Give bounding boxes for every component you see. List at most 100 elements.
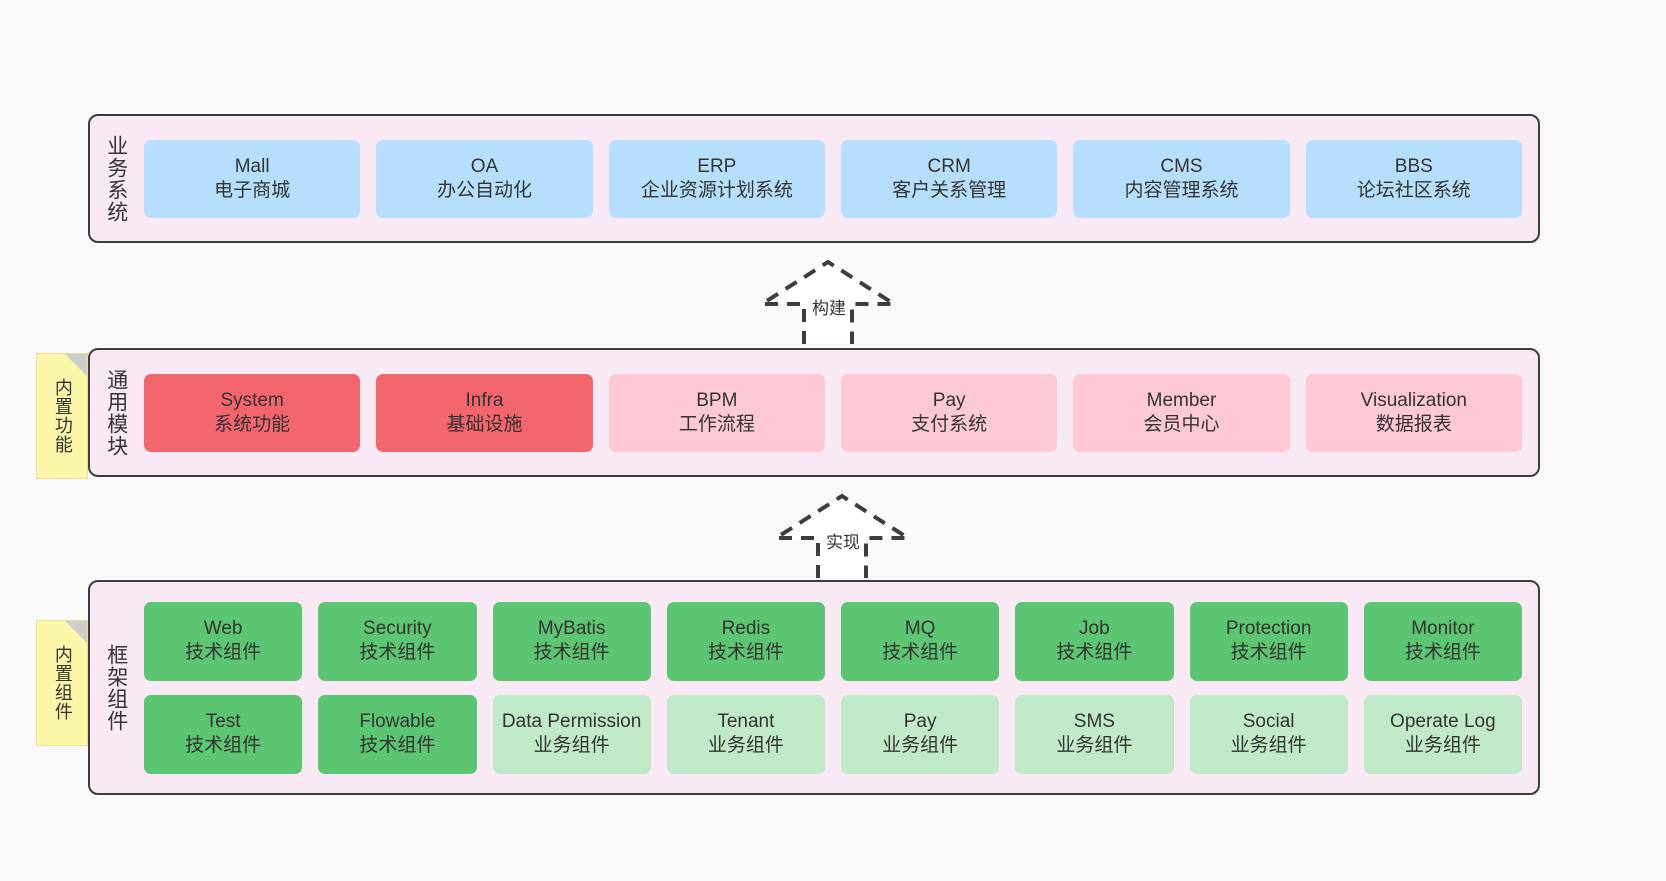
arrow-build: 构建: [755, 258, 901, 344]
node-title: Mall: [234, 155, 270, 177]
node-title: Member: [1146, 389, 1217, 411]
arrow-implement-shape: [769, 493, 915, 578]
node-title: Test: [205, 711, 241, 733]
node-subtitle: 业务组件: [1404, 735, 1481, 756]
node-subtitle: 技术组件: [707, 642, 784, 663]
arrow-build-shape: [755, 259, 901, 344]
node-title: Social: [1242, 711, 1295, 733]
node-subtitle: 电子商城: [214, 179, 291, 201]
arrow-implement-label: 实现: [826, 533, 860, 552]
note-builtin-features: 内置功能: [36, 353, 88, 479]
node-subtitle: 技术组件: [882, 642, 959, 663]
node-subtitle: 会员中心: [1143, 413, 1220, 435]
node-subtitle: 技术组件: [1230, 642, 1307, 663]
note-builtin-features-text: 内置功能: [52, 378, 73, 454]
node-title: Data Permission: [501, 711, 642, 733]
node-title: CRM: [927, 155, 971, 177]
node-title: ERP: [697, 155, 737, 177]
node-title: Infra: [465, 389, 504, 411]
node-subtitle: 数据报表: [1375, 413, 1452, 435]
node-title: BBS: [1394, 155, 1433, 177]
node-subtitle: 技术组件: [185, 735, 262, 756]
node-title: MQ: [904, 618, 936, 640]
node-subtitle: 业务组件: [533, 735, 610, 756]
node-title: Flowable: [359, 711, 436, 733]
node-subtitle: 工作流程: [678, 413, 755, 435]
node-subtitle: 办公自动化: [436, 179, 532, 201]
note-builtin-components: 内置组件: [36, 620, 88, 746]
node-subtitle: 业务组件: [1230, 735, 1307, 756]
node-subtitle: 技术组件: [185, 642, 262, 663]
node-subtitle: 业务组件: [882, 735, 959, 756]
node-title: BPM: [696, 389, 738, 411]
node-title: Security: [363, 618, 432, 640]
node-subtitle: 技术组件: [1056, 642, 1133, 663]
node-subtitle: 业务组件: [1056, 735, 1133, 756]
node-subtitle: 技术组件: [359, 642, 436, 663]
node-subtitle: 业务组件: [707, 735, 784, 756]
node-subtitle: 技术组件: [1404, 642, 1481, 663]
node-subtitle: 企业资源计划系统: [640, 179, 793, 201]
layer-framework-components-title: 框架组件: [104, 643, 128, 732]
node-subtitle: 内容管理系统: [1124, 179, 1239, 201]
node-title: Pay: [903, 711, 937, 733]
node-title: Job: [1079, 618, 1110, 640]
node-title: Visualization: [1360, 389, 1467, 411]
node-title: Redis: [721, 618, 771, 640]
node-title: Operate Log: [1390, 711, 1496, 733]
node-subtitle: 支付系统: [911, 413, 988, 435]
layer-common-modules-title: 通用模块: [104, 368, 128, 457]
node-title: System: [220, 389, 284, 411]
layer-business-title: 业务系统: [104, 134, 128, 223]
arrow-implement: 实现: [769, 492, 915, 578]
node-subtitle: 论坛社区系统: [1356, 179, 1471, 201]
node-title: Pay: [932, 389, 966, 411]
arrow-build-label: 构建: [812, 299, 846, 318]
node-title: MyBatis: [537, 618, 606, 640]
node-title: Tenant: [717, 711, 775, 733]
node-subtitle: 技术组件: [533, 642, 610, 663]
node-title: SMS: [1073, 711, 1115, 733]
node-subtitle: 系统功能: [214, 413, 291, 435]
node-subtitle: 技术组件: [359, 735, 436, 756]
node-title: Protection: [1225, 618, 1312, 640]
